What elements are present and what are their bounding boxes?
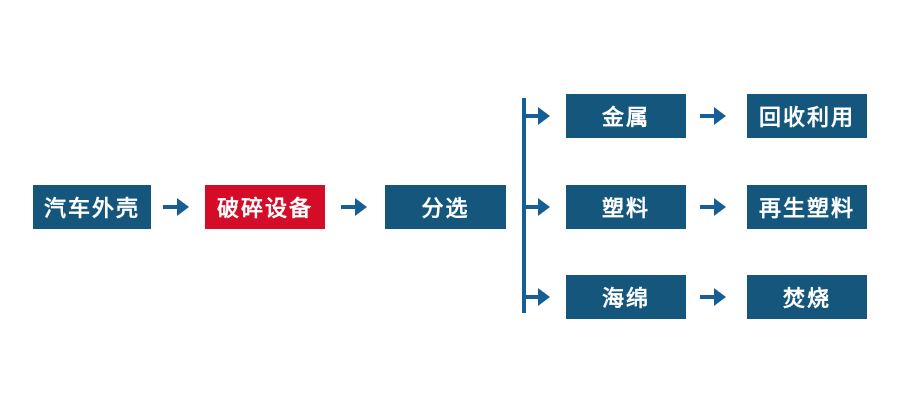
- node-recycling: 回收利用: [747, 94, 867, 138]
- node-crushing-equipment: 破碎设备: [205, 185, 325, 229]
- node-car-shell: 汽车外壳: [33, 185, 151, 229]
- arrow-right-icon: [341, 198, 367, 216]
- node-incineration: 焚烧: [747, 275, 867, 319]
- node-recycled-plastic: 再生塑料: [747, 185, 867, 229]
- arrow-right-icon: [524, 107, 550, 125]
- arrow-right-icon: [700, 107, 726, 125]
- node-sponge: 海绵: [566, 275, 686, 319]
- arrow-right-icon: [524, 288, 550, 306]
- node-metal: 金属: [566, 94, 686, 138]
- arrow-right-icon: [524, 198, 550, 216]
- node-sorting: 分选: [385, 185, 506, 229]
- arrow-right-icon: [700, 198, 726, 216]
- node-plastic: 塑料: [566, 185, 686, 229]
- arrow-right-icon: [163, 198, 189, 216]
- arrow-right-icon: [700, 288, 726, 306]
